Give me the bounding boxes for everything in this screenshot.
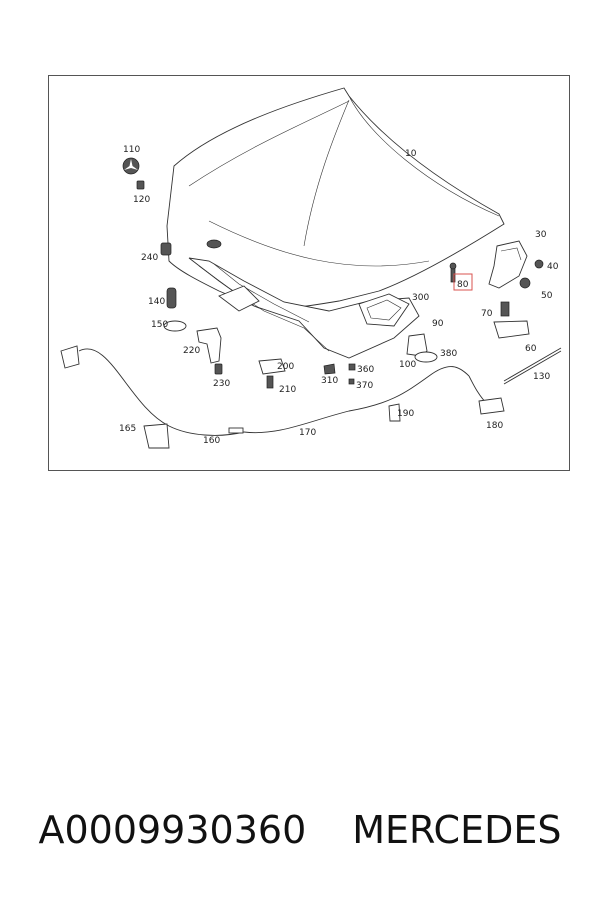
label-100: 100 [399, 360, 416, 370]
label-210: 210 [279, 385, 296, 395]
label-190: 190 [397, 409, 414, 419]
label-230: 230 [213, 379, 230, 389]
label-160: 160 [203, 436, 220, 446]
label-360: 360 [357, 365, 374, 375]
part-caption: A0009930360 MERCEDES [0, 800, 600, 860]
hood-lock [258, 358, 286, 389]
label-370: 370 [356, 381, 373, 391]
label-50: 50 [541, 291, 553, 301]
clips [323, 363, 356, 385]
label-300: 300 [412, 293, 429, 303]
hood-hinge [488, 240, 544, 289]
lock-bracket [196, 327, 223, 375]
label-40: 40 [547, 262, 559, 272]
hood-exploded-view: 10 110 120 240 140 150 220 230 200 210 3… [60, 87, 562, 449]
part-number: A0009930360 [38, 808, 307, 852]
label-30: 30 [535, 230, 547, 240]
label-380: 380 [440, 349, 457, 359]
label-240: 240 [141, 253, 158, 263]
label-150: 150 [151, 320, 168, 330]
label-60: 60 [525, 344, 537, 354]
star-emblem [122, 157, 140, 175]
label-90: 90 [432, 319, 444, 329]
cable-bracket [406, 333, 438, 363]
brand-name: MERCEDES [352, 808, 562, 852]
label-200: 200 [277, 362, 294, 372]
rubber-bumper [160, 242, 172, 256]
release-cable [60, 345, 505, 449]
label-180: 180 [486, 421, 503, 431]
label-140: 140 [148, 297, 165, 307]
hood-panel [166, 87, 505, 359]
label-120: 120 [133, 195, 150, 205]
label-130: 130 [533, 372, 550, 382]
highlighted-part-80 [449, 262, 473, 291]
label-10: 10 [405, 149, 417, 159]
label-220: 220 [183, 346, 200, 356]
label-80: 80 [457, 280, 469, 290]
hinge-lower [493, 301, 562, 385]
parts-diagram: 10 110 120 240 140 150 220 230 200 210 3… [48, 75, 570, 471]
emblem-mount [136, 180, 145, 190]
label-110: 110 [123, 145, 140, 155]
hood-buffer [163, 287, 187, 332]
label-70: 70 [481, 309, 493, 319]
label-170: 170 [299, 428, 316, 438]
label-165: 165 [119, 424, 136, 434]
label-310: 310 [321, 376, 338, 386]
